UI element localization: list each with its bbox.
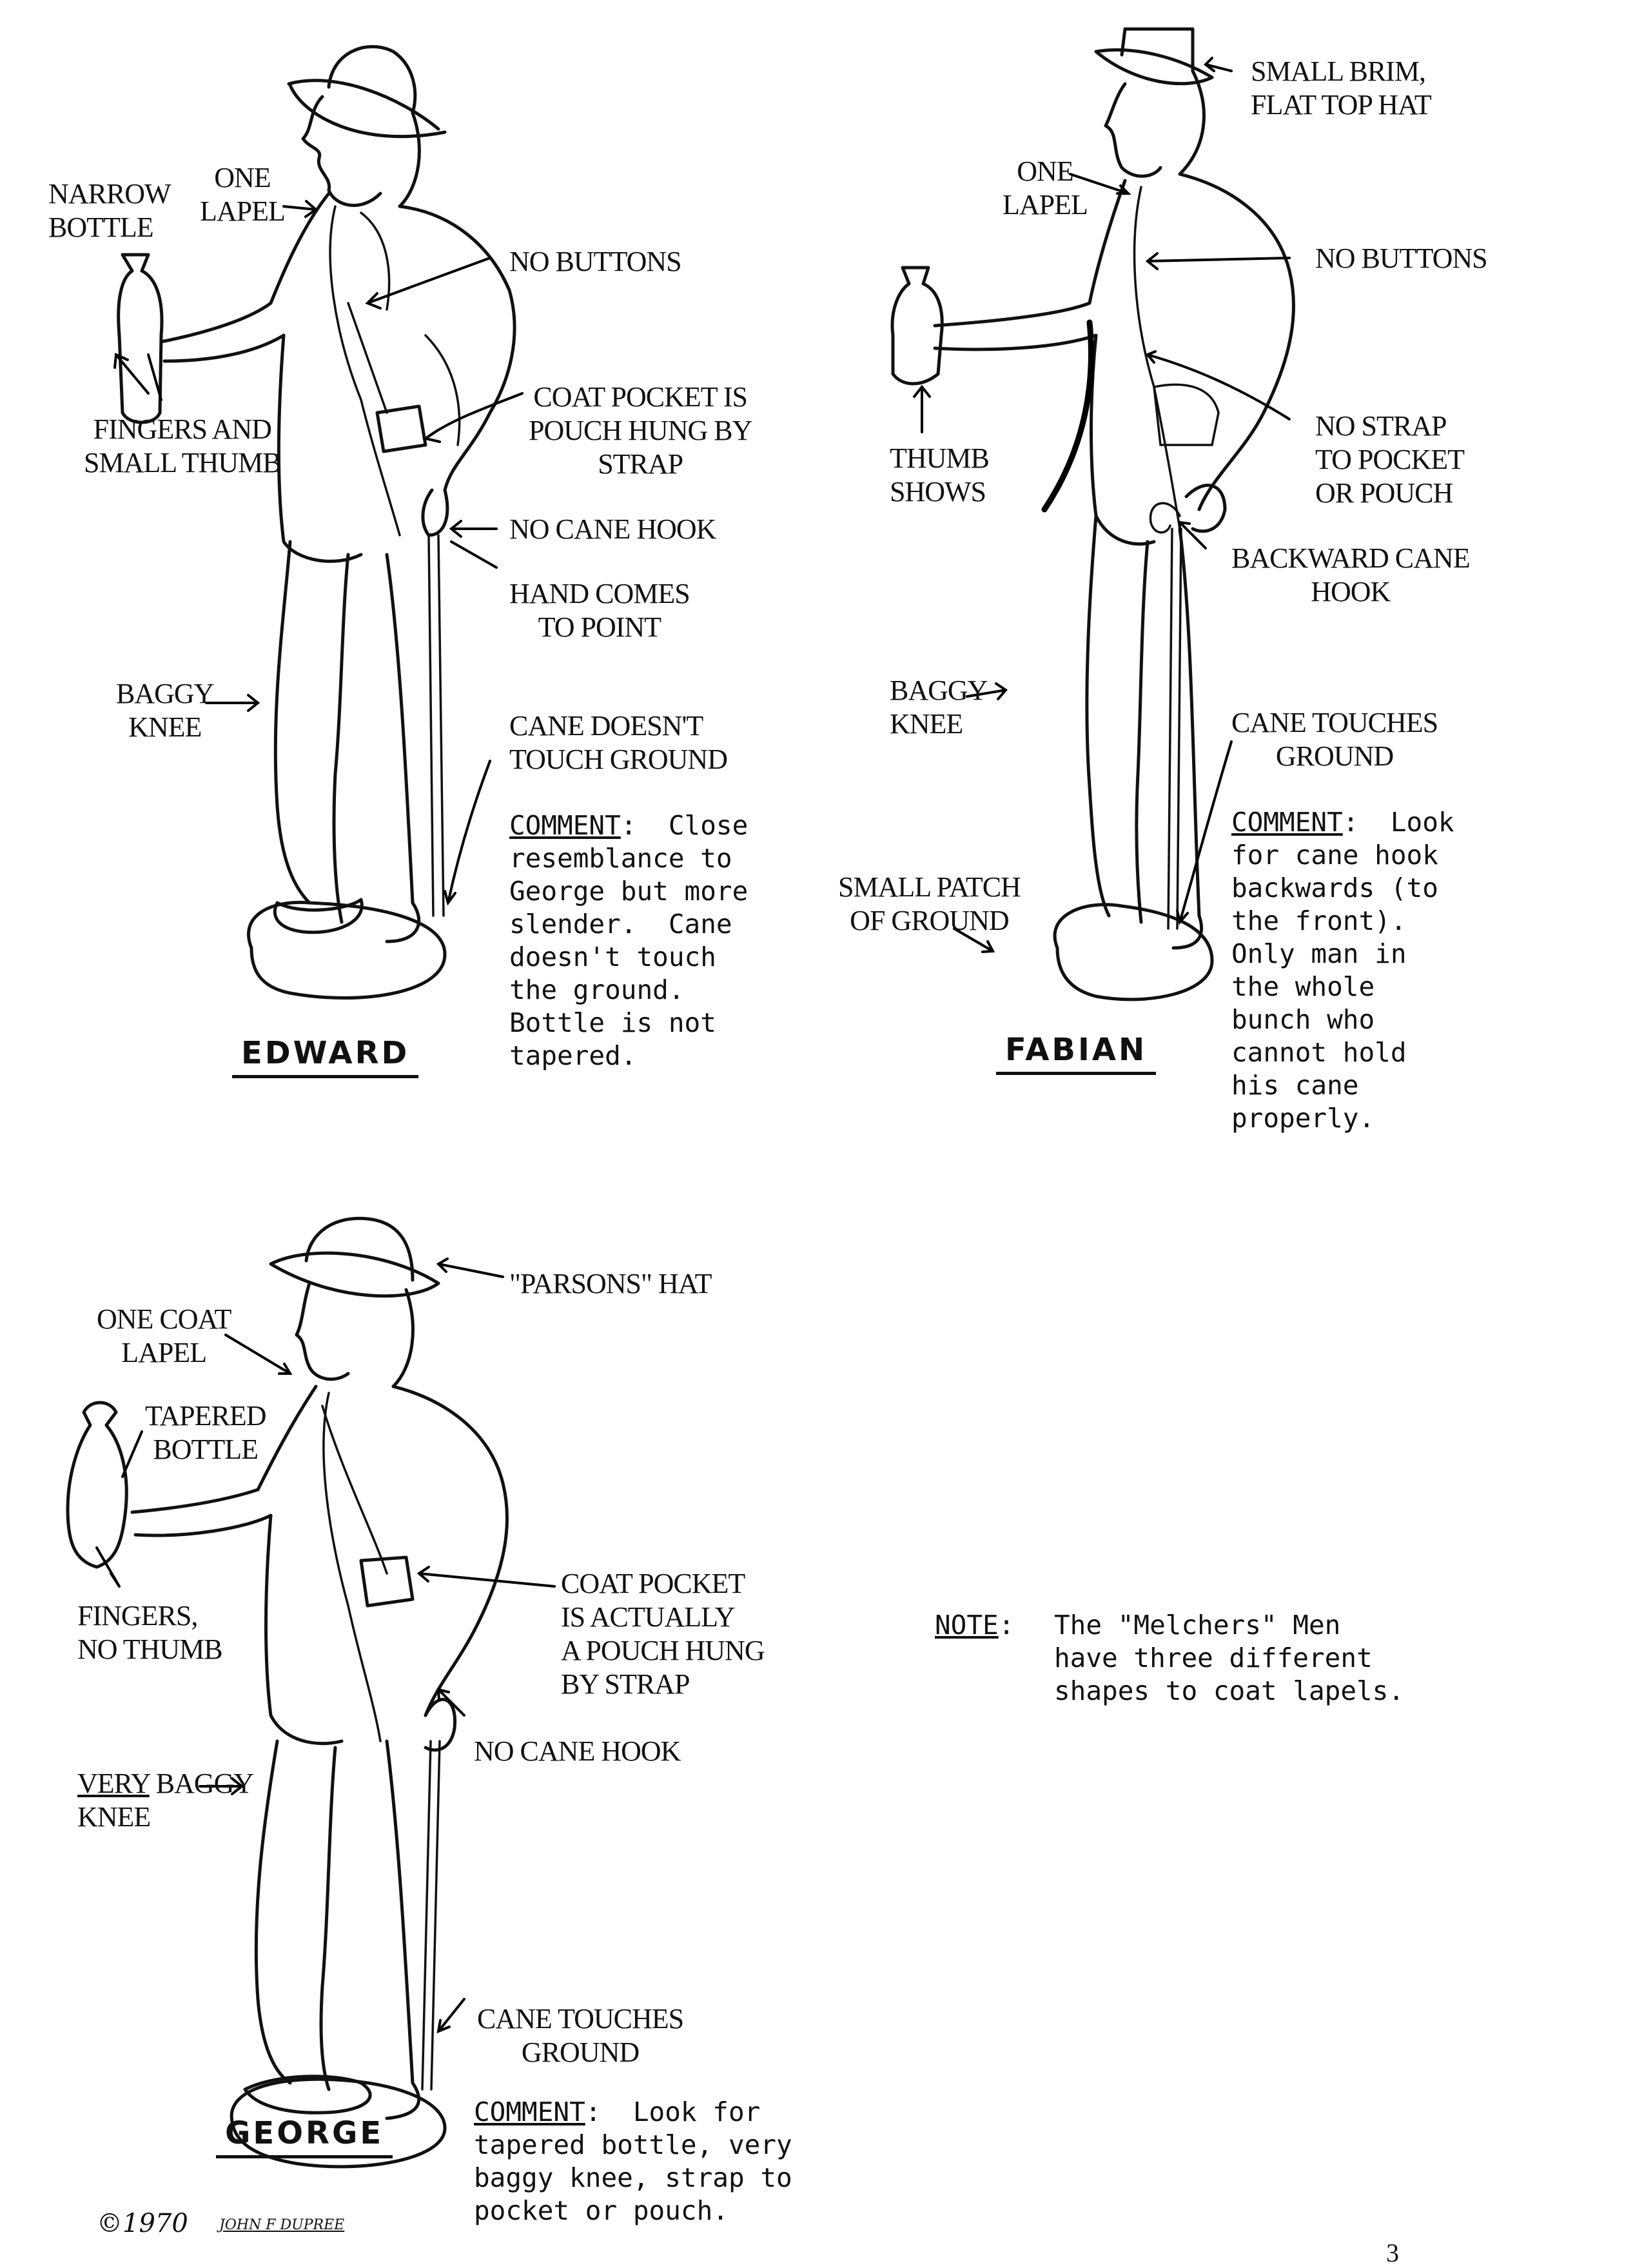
george-leg-back <box>385 1739 420 2120</box>
fabian-coat-front <box>1090 333 1156 546</box>
george-label-lapel: ONE COAT LAPEL <box>97 1303 231 1368</box>
fabian-label-one-lapel: ONE LAPEL <box>1003 155 1088 221</box>
note-text: The "Melchers" Men have three different … <box>1054 1610 1405 1706</box>
george-label-baggy-knee: VERY BAGGY KNEE <box>77 1767 254 1834</box>
edward-label-coat-pocket: COAT POCKET IS POUCH HUNG BY STRAP <box>529 381 752 480</box>
edward-label-fingers: FINGERS AND SMALL THUMB <box>84 413 282 478</box>
fabian-name: FABIAN <box>996 1032 1157 1075</box>
edward-hat-brim <box>287 79 440 131</box>
edward-label-no-buttons: NO BUTTONS <box>509 246 682 277</box>
edward-hat-crown <box>327 44 417 115</box>
fabian-cane-hook <box>1149 502 1181 534</box>
fabian-comment-text: : Look for cane hook backwards (to the f… <box>1231 807 1454 1134</box>
george-name: GEORGE <box>216 2115 393 2158</box>
george-figure <box>66 1216 509 2169</box>
fabian-leg-front <box>1085 514 1111 918</box>
edward-label-narrow-bottle: NARROW BOTTLE <box>48 178 171 243</box>
george-hat-brim <box>269 1251 440 1298</box>
fabian-label-no-strap: NO STRAP TO POCKET OR POUCH <box>1315 410 1465 509</box>
edward-coat-front <box>277 333 363 563</box>
edward-hand <box>421 488 449 537</box>
george-pouch <box>359 1555 415 1608</box>
george-arm <box>130 1385 318 1514</box>
fabian-hat-crown <box>1120 27 1195 73</box>
george-coat-front <box>264 1514 344 1746</box>
george-cane <box>421 1740 432 2091</box>
george-comment: COMMENT: Look for tapered bottle, very b… <box>474 2096 792 2227</box>
fabian-arm <box>933 179 1127 328</box>
edward-pouch <box>375 404 427 453</box>
pointer-arrows <box>95 57 1291 2034</box>
edward-head <box>301 95 382 207</box>
george-label-very: VERY <box>77 1768 150 1799</box>
edward-label-baggy-knee: BAGGY KNEE <box>116 678 214 743</box>
fabian-label-cane-hook: BACKWARD CANE HOOK <box>1231 542 1471 607</box>
edward-coat-back <box>398 204 516 492</box>
george-comment-text: : Look for tapered bottle, very baggy kn… <box>474 2096 792 2226</box>
edward-figure <box>117 44 516 1000</box>
edward-label-no-cane-hook: NO CANE HOOK <box>509 513 716 545</box>
edward-label-one-lapel: ONE LAPEL <box>200 162 286 227</box>
george-label-pocket: COAT POCKET IS ACTUALLY A POUCH HUNG BY … <box>561 1568 765 1700</box>
fabian-label-hat: SMALL BRIM, FLAT TOP HAT <box>1251 55 1432 121</box>
george-label-fingers: FINGERS, NO THUMB <box>77 1600 223 1665</box>
edward-label-cane-ground: CANE DOESN'T TOUCH GROUND <box>509 710 728 775</box>
edward-name: EDWARD <box>232 1035 419 1078</box>
george-head <box>295 1281 350 1381</box>
fabian-label-no-buttons: NO BUTTONS <box>1315 242 1488 274</box>
fabian-coat-back <box>1178 172 1295 511</box>
fabian-cane <box>1167 528 1173 930</box>
george-label-no-cane-hook: NO CANE HOOK <box>474 1735 681 1767</box>
fabian-comment: COMMENT: Look for cane hook backwards (t… <box>1231 806 1454 1135</box>
fabian-comment-title: COMMENT <box>1231 807 1343 838</box>
george-hat-crown <box>304 1216 415 1282</box>
george-comment-title: COMMENT <box>474 2096 585 2127</box>
edward-comment-text: : Close resemblance to George but more s… <box>509 810 749 1071</box>
george-base <box>230 2077 447 2169</box>
edward-leg-back <box>385 553 420 943</box>
fabian-hand <box>1184 484 1227 533</box>
george-leg-front <box>254 1739 292 2085</box>
fabian-label-cane-ground: CANE TOUCHES GROUND <box>1231 707 1438 772</box>
fabian-label-baggy-knee: BAGGY KNEE <box>890 675 988 740</box>
note-title-block: NOTE: <box>935 1610 1015 1641</box>
edward-label-hand-point: HAND COMES TO POINT <box>509 578 690 643</box>
fabian-pocket <box>1153 383 1220 446</box>
fabian-label-thumb: THUMB SHOWS <box>890 442 990 508</box>
edward-comment-title: COMMENT <box>509 810 621 841</box>
fabian-figure <box>890 27 1295 1001</box>
edward-cane <box>427 534 435 917</box>
george-label-baggy: BAGGY KNEE <box>77 1768 254 1833</box>
george-label-bottle: TAPERED BOTTLE <box>145 1400 266 1465</box>
fabian-head <box>1104 82 1162 178</box>
george-label-hat: "PARSONS" HAT <box>509 1268 712 1299</box>
edward-leg-front <box>273 540 311 905</box>
george-label-cane-ground: CANE TOUCHES GROUND <box>477 2003 684 2068</box>
author: JOHN F DUPREE <box>219 2217 345 2233</box>
fabian-leg-back <box>1171 527 1204 950</box>
fabian-base <box>1053 903 1214 1001</box>
fabian-hat-brim <box>1094 48 1214 86</box>
note-title: NOTE <box>935 1610 999 1641</box>
edward-base <box>247 900 447 1000</box>
edward-comment: COMMENT: Close resemblance to George but… <box>509 809 748 1072</box>
edward-arm <box>159 192 331 344</box>
copyright: ©1970 <box>97 2209 188 2238</box>
fabian-bottle <box>890 266 944 386</box>
george-bottle <box>66 1401 128 1569</box>
page-number: 3 <box>1386 2238 1399 2267</box>
edward-bottle <box>117 253 164 424</box>
fabian-label-patch: SMALL PATCH OF GROUND <box>838 871 1021 936</box>
george-coat-back <box>391 1385 509 1717</box>
